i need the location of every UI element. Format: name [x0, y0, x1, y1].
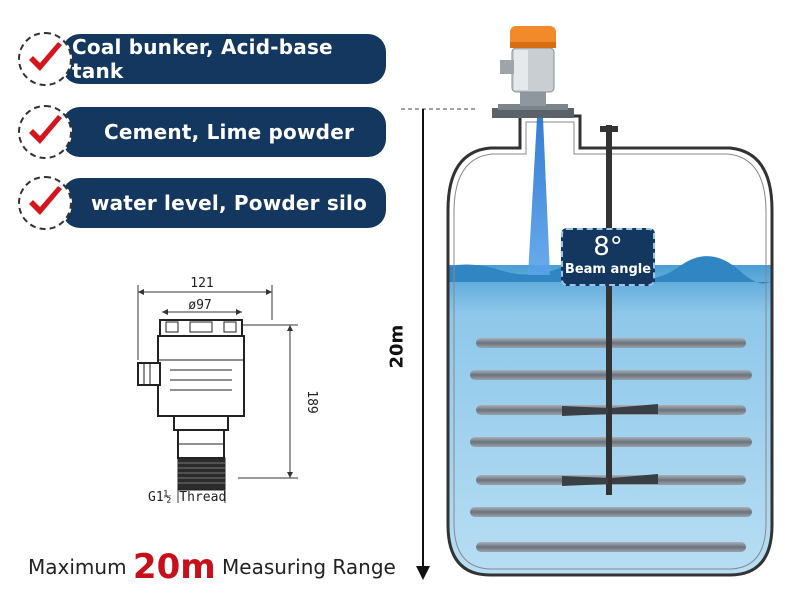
thread-label: G1½ Thread: [148, 490, 226, 505]
diameter-dimension: ø97: [188, 298, 211, 313]
range-arrow: [401, 108, 476, 580]
radar-level-sensor-icon: [492, 26, 574, 118]
range-vertical-label: 20m: [386, 324, 408, 369]
check-mark-icon: [18, 32, 72, 86]
dimension-drawing: 121 ø97 189 G1½ Thread: [137, 276, 319, 505]
application-label: water level, Powder silo: [90, 191, 368, 215]
application-pill-3: water level, Powder silo: [62, 178, 386, 228]
caption-value: 20m: [132, 547, 216, 587]
width-dimension: 121: [190, 276, 213, 291]
caption-prefix: Maximum: [28, 555, 127, 579]
measuring-range-caption: Maximum 20m Measuring Range: [28, 547, 396, 587]
application-pill-2: Cement, Lime powder: [62, 107, 386, 157]
beam-angle-badge: 8° Beam angle: [561, 228, 655, 286]
arrow-down-icon: [416, 566, 430, 580]
beam-angle-label: Beam angle: [564, 262, 652, 277]
application-label: Coal bunker, Acid-base tank: [72, 35, 333, 83]
check-mark-icon: [18, 105, 72, 159]
tank-illustration: [446, 26, 774, 577]
height-dimension: 189: [304, 390, 319, 413]
beam-angle-value: 8°: [593, 232, 623, 262]
application-pill-1: Coal bunker, Acid-base tank: [62, 34, 386, 84]
check-mark-icon: [18, 176, 72, 230]
caption-suffix: Measuring Range: [222, 555, 396, 579]
application-label: Cement, Lime powder: [103, 120, 355, 144]
